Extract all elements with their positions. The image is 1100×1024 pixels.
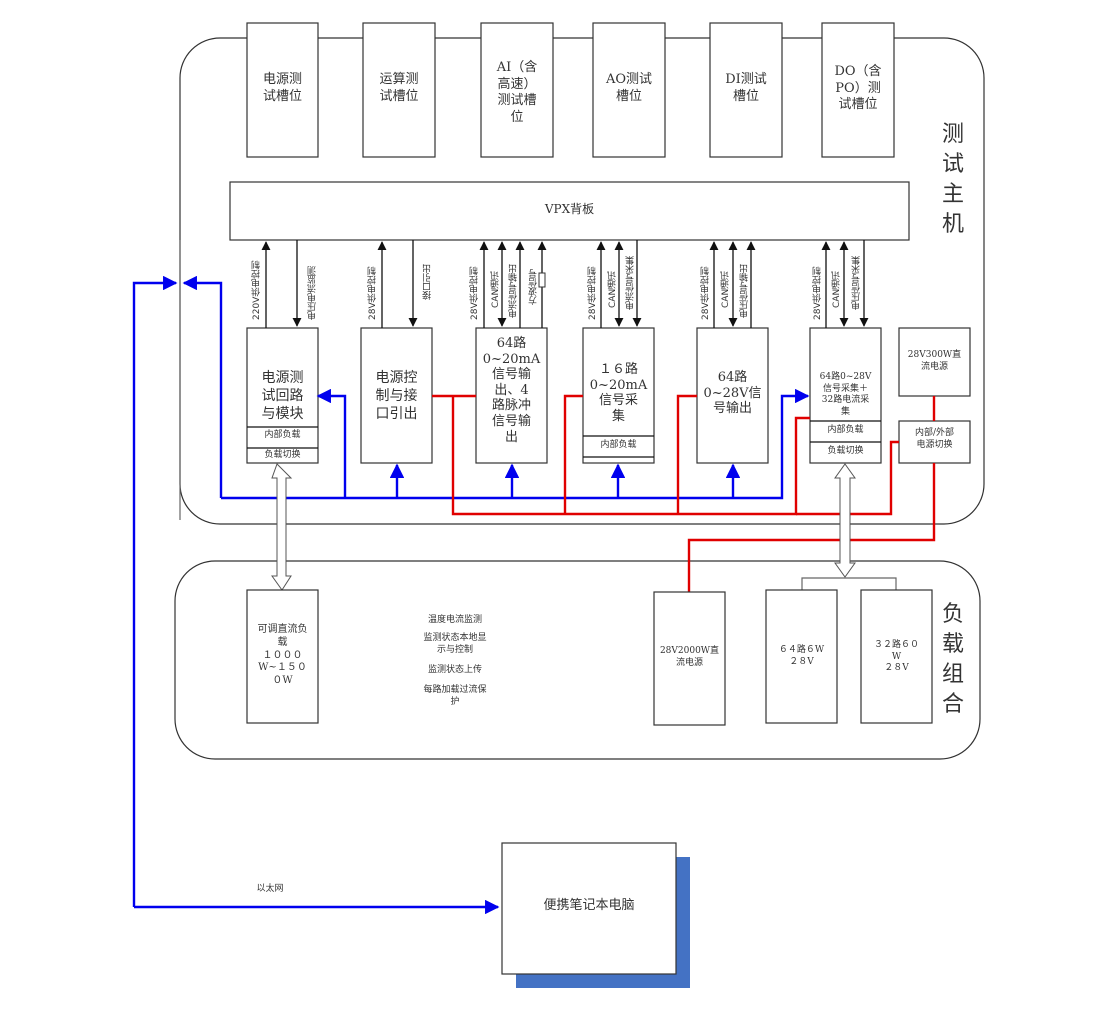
module-label: 64路0~28V 信号采集＋ 32路电流采 集 (819, 372, 872, 417)
slot-box (246, 22, 319, 158)
laptop-label: 便携笔记本电脑 (543, 898, 635, 913)
module-label: 64路 0~20mA 信号输 出、4 路脉冲 信号输 出 (482, 336, 541, 445)
signal-label: CAN通讯 (832, 270, 842, 308)
sub-label-internal-load: 内部负载 (264, 430, 301, 440)
slot-label: AI（含 高速） 测试槽 位 (496, 60, 538, 125)
signal-label: 28V供电控制 (470, 266, 480, 320)
signal-label: CAN通讯 (491, 270, 501, 308)
load-32-label: ３２路６０ W ２８V (873, 640, 919, 674)
signal-label: 电压电流监测 (308, 266, 318, 320)
power-switch-label: 内部/外部 电源切换 (914, 428, 955, 450)
psu-300w-box (898, 327, 971, 397)
load-64-label: ６４路６W ２８V (778, 645, 825, 667)
adjustable-load-box (246, 589, 319, 724)
power-lines (432, 394, 936, 592)
backplane-label: VPX背板 (544, 202, 595, 216)
vpx-backplane (229, 181, 910, 241)
signal-label: 28V供电控制 (701, 266, 711, 320)
load-title: 负载组合 (941, 602, 964, 717)
load-feature: 温度电流监测 (427, 615, 482, 625)
signal-label: 电流信号采集 (626, 256, 636, 310)
laptop-box (501, 842, 677, 975)
adjustable-load-label: 可调直流负 载 １０００ W~１５０ ０W (257, 624, 308, 687)
sub-label-internal-load: 内部负载 (827, 425, 864, 435)
psu-300w-label: 28V300W直 流电源 (907, 350, 962, 372)
module-box (696, 327, 769, 464)
ethernet-label: 以太网 (256, 884, 284, 894)
psu-2000w-box (653, 591, 726, 726)
signal-label: 电压信号采集 (852, 256, 862, 310)
slot-box (592, 22, 666, 158)
slot-label: 运算测 试槽位 (379, 72, 419, 104)
load-feature: 每路加载过流保 护 (423, 685, 487, 707)
load-combination-frame (174, 560, 981, 760)
load-32-box (860, 589, 933, 724)
sub-label-internal-load: 内部负载 (600, 440, 637, 450)
sub-label-load-switch: 负载切换 (264, 450, 301, 460)
slot-box (709, 22, 783, 158)
module-label: 电源测 试回路 与模块 (261, 370, 304, 422)
module-box (360, 327, 433, 464)
module-box (809, 327, 882, 464)
psu-2000w-label: 28V2000W直 流电源 (659, 646, 720, 668)
slots (246, 22, 895, 158)
load-feature: 监测状态上传 (427, 665, 482, 675)
signal-arrows (261, 240, 869, 328)
load-feature: 监测状态本地显 示与控制 (423, 633, 487, 655)
load-bus-arrow (271, 463, 897, 591)
signal-label: 接口引出 (423, 264, 433, 300)
signal-label: 28V供电控制 (813, 266, 823, 320)
signal-label: 28V供电控制 (588, 266, 598, 320)
ethernet-bus (132, 275, 810, 915)
module-label: 电源控 制与接 口引出 (375, 370, 418, 422)
slot-box (821, 22, 895, 158)
slot-label: DO（含 PO）测 试槽位 (834, 64, 882, 113)
slot-label: 电源测 试槽位 (262, 72, 302, 104)
module-label: １６路 0~20mA 信号采 集 (589, 362, 648, 424)
signal-label: 电压信号输出 (740, 264, 750, 318)
slot-box (480, 22, 554, 158)
signal-label: 电流信号输出 (509, 264, 519, 318)
signal-label: 方波信号 (529, 269, 539, 305)
signal-label: CAN通讯 (608, 270, 618, 308)
host-title: 测试主机 (941, 122, 964, 237)
slot-label: AO测试 槽位 (605, 72, 653, 104)
slot-box (362, 22, 436, 158)
signal-label: 28V供电控制 (368, 266, 378, 320)
module-box (582, 327, 655, 464)
signal-label: CAN通讯 (721, 270, 731, 308)
module-label: 64路 0~28V信 号输出 (703, 370, 762, 417)
slot-label: DI测试 槽位 (725, 72, 767, 104)
load-64-box (765, 589, 838, 724)
signal-label: 220V供电控制 (252, 260, 262, 320)
sub-label-load-switch: 负载切换 (827, 446, 864, 456)
